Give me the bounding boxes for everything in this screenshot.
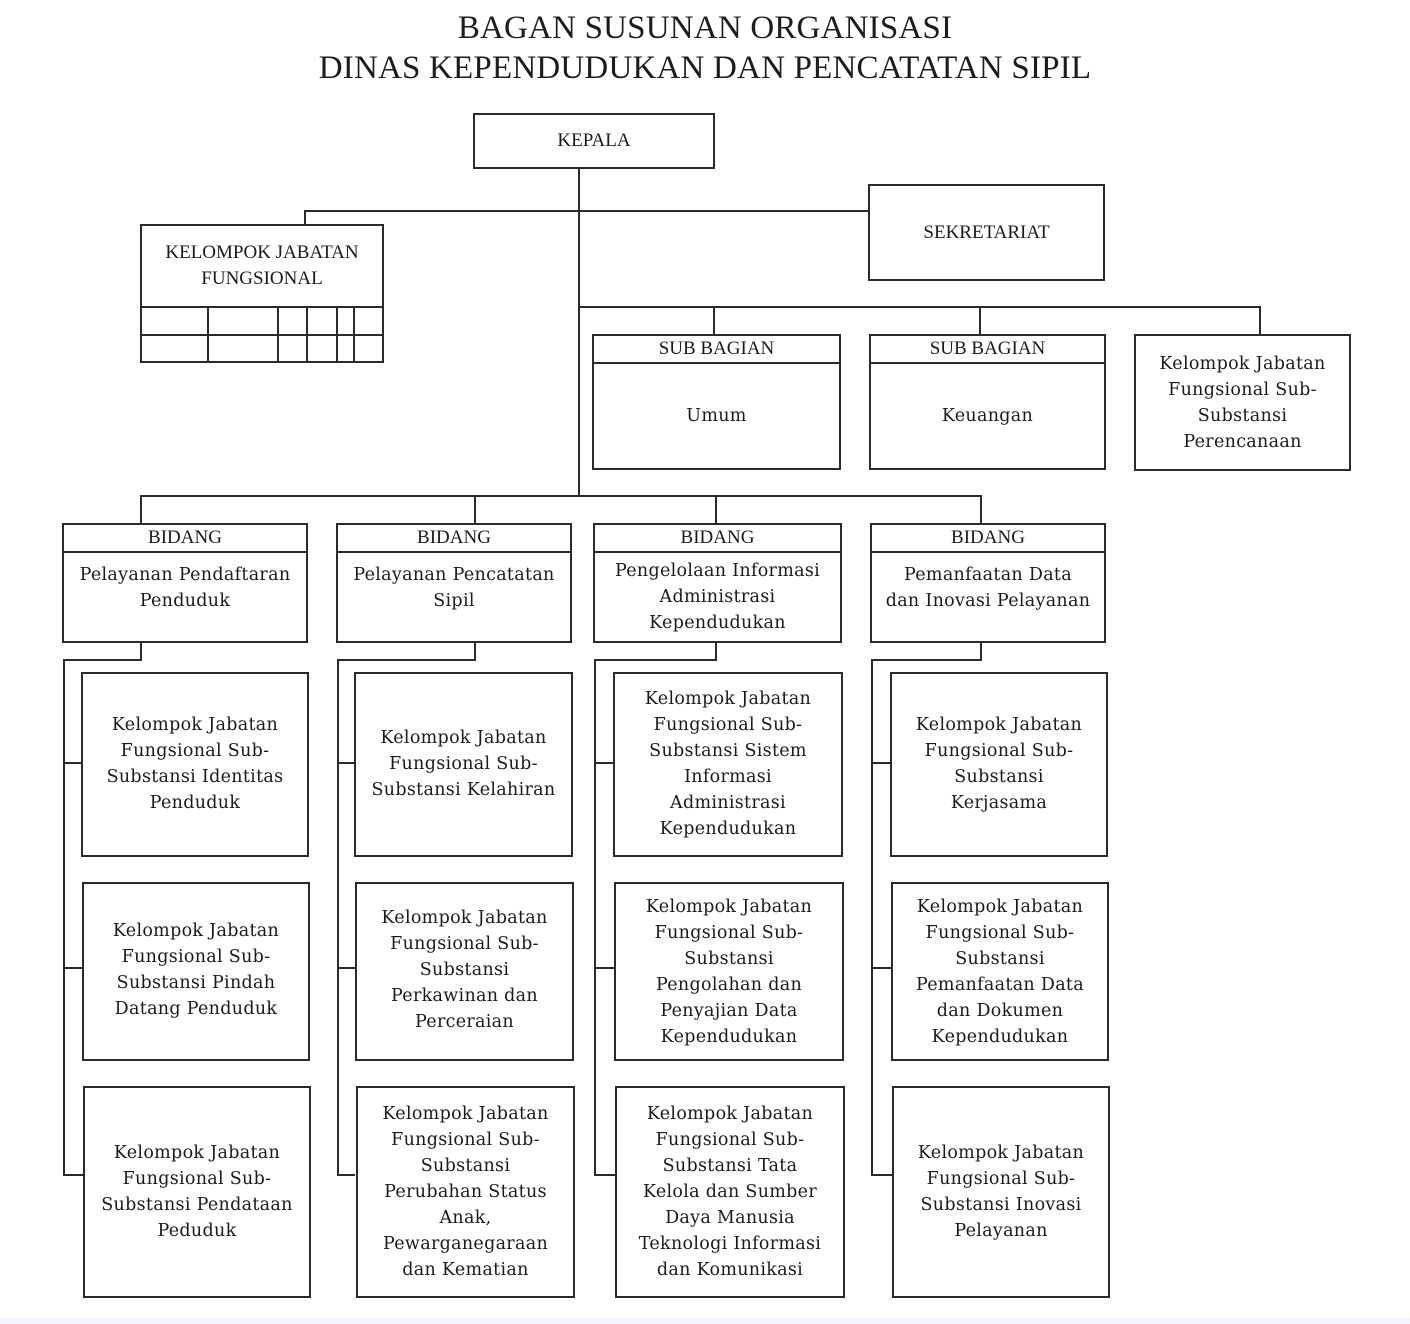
- node-kjf-pengolahan-penyajian-data-label: Kelompok Jabatan Fungsional Sub- Substan…: [645, 897, 813, 1047]
- node-subbagian-keuangan-header: SUB BAGIAN: [871, 336, 1104, 364]
- connector-b2-sub3: [337, 1174, 355, 1176]
- node-kjf-perubahan-status-anak-label: Kelompok Jabatan Fungsional Sub- Substan…: [382, 1104, 549, 1280]
- node-kjf-inovasi-pelayanan-label: Kelompok Jabatan Fungsional Sub- Substan…: [917, 1143, 1085, 1241]
- connector-b4-spine: [871, 659, 873, 1176]
- node-kjf-tata-kelola-sdm-tik-label: Kelompok Jabatan Fungsional Sub- Substan…: [638, 1104, 822, 1280]
- connector-b3-sub2: [594, 967, 616, 969]
- chart-title-line-2: DINAS KEPENDUDUKAN DAN PENCATATAN SIPIL: [318, 50, 1092, 86]
- node-kjf-pindah-datang-label: Kelompok Jabatan Fungsional Sub- Substan…: [112, 921, 280, 1019]
- node-kepala: KEPALA: [473, 113, 715, 169]
- connector-b4-sub3: [871, 1174, 893, 1176]
- connector-b3-sub3: [594, 1174, 616, 1176]
- node-bidang-3-name: Pengelolaan Informasi Administrasi Kepen…: [614, 561, 821, 633]
- connector-sekretariat-row: [578, 306, 1261, 308]
- node-kjf-pengolahan-penyajian-data: Kelompok Jabatan Fungsional Sub- Substan…: [614, 882, 844, 1061]
- kjf-grid-col-divider: [353, 308, 355, 363]
- node-subbagian-umum-name: Umum: [686, 406, 747, 426]
- connector-b4-sub1: [871, 762, 891, 764]
- connector-b2-spine: [337, 659, 339, 1176]
- connector-b1-stem: [140, 641, 142, 661]
- node-bidang-1-name: Pelayanan Pendaftaran Penduduk: [79, 565, 291, 611]
- connector-b3-stem: [715, 641, 717, 661]
- node-subbagian-umum-header: SUB BAGIAN: [594, 336, 839, 364]
- connector-kepala-row: [304, 210, 870, 212]
- connector-bidang-1-drop: [140, 495, 142, 525]
- connector-b1-sub1: [63, 762, 83, 764]
- node-kjf-pendataan-penduduk: Kelompok Jabatan Fungsional Sub- Substan…: [83, 1086, 311, 1298]
- connector-bidang-2-drop: [474, 495, 476, 525]
- connector-b1-spine: [63, 659, 65, 1176]
- kjf-grid-col-divider: [277, 308, 279, 363]
- connector-umum-drop: [713, 306, 715, 336]
- node-bidang-2-header: BIDANG: [338, 525, 570, 553]
- connector-b2-sub1: [337, 762, 355, 764]
- connector-b2-stem: [474, 641, 476, 661]
- node-bidang-4-header: BIDANG: [872, 525, 1104, 553]
- node-kelompok-jabatan-fungsional: KELOMPOK JABATAN FUNGSIONAL: [140, 224, 384, 363]
- node-kjf-sistem-informasi-adminduk: Kelompok Jabatan Fungsional Sub- Substan…: [613, 672, 843, 857]
- node-kjf-pindah-datang: Kelompok Jabatan Fungsional Sub- Substan…: [82, 882, 310, 1061]
- node-kjf-perencanaan-label: Kelompok Jabatan Fungsional Sub- Substan…: [1159, 353, 1326, 452]
- connector-perencanaan-drop: [1259, 306, 1261, 336]
- page-bottom-band: [0, 1318, 1410, 1324]
- connector-b1-elbow: [63, 659, 142, 661]
- node-kjf-perkawinan-perceraian: Kelompok Jabatan Fungsional Sub- Substan…: [355, 882, 574, 1061]
- connector-b2-elbow: [337, 659, 476, 661]
- node-bidang-2-name: Pelayanan Pencatatan Sipil: [353, 565, 555, 611]
- connector-b1-sub3: [63, 1174, 83, 1176]
- node-kjf-kerjasama-label: Kelompok Jabatan Fungsional Sub- Substan…: [915, 715, 1083, 813]
- node-kjf-kerjasama: Kelompok Jabatan Fungsional Sub- Substan…: [890, 672, 1108, 857]
- node-kjf-inovasi-pelayanan: Kelompok Jabatan Fungsional Sub- Substan…: [892, 1086, 1110, 1298]
- connector-keuangan-drop: [979, 306, 981, 336]
- node-kjf-sistem-informasi-adminduk-label: Kelompok Jabatan Fungsional Sub- Substan…: [644, 689, 812, 839]
- node-bidang-pengelolaan-informasi: BIDANG Pengelolaan Informasi Administras…: [593, 523, 842, 643]
- connector-b4-sub2: [871, 967, 893, 969]
- node-kjf-identitas-penduduk-label: Kelompok Jabatan Fungsional Sub- Substan…: [106, 715, 284, 813]
- node-kjf-perencanaan: Kelompok Jabatan Fungsional Sub- Substan…: [1134, 334, 1351, 471]
- kjf-grid-col-divider: [336, 308, 338, 363]
- node-bidang-pencatatan-sipil: BIDANG Pelayanan Pencatatan Sipil: [336, 523, 572, 643]
- node-kjf-label: KELOMPOK JABATAN FUNGSIONAL: [165, 242, 359, 289]
- node-subbagian-keuangan: SUB BAGIAN Keuangan: [869, 334, 1106, 470]
- node-bidang-3-header: BIDANG: [595, 525, 840, 553]
- node-kjf-kelahiran-label: Kelompok Jabatan Fungsional Sub- Substan…: [371, 728, 556, 800]
- connector-b2-sub2: [337, 967, 355, 969]
- node-bidang-pemanfaatan-data: BIDANG Pemanfaatan Data dan Inovasi Pela…: [870, 523, 1106, 643]
- node-subbagian-keuangan-name: Keuangan: [941, 406, 1034, 426]
- node-subbagian-umum: SUB BAGIAN Umum: [592, 334, 841, 470]
- kjf-grid-col-divider: [306, 308, 308, 363]
- node-kepala-label: KEPALA: [557, 130, 631, 151]
- connector-b4-elbow: [871, 659, 982, 661]
- node-kjf-identitas-penduduk: Kelompok Jabatan Fungsional Sub- Substan…: [81, 672, 309, 857]
- node-kjf-pendataan-penduduk-label: Kelompok Jabatan Fungsional Sub- Substan…: [101, 1143, 293, 1241]
- node-sekretariat-label: SEKRETARIAT: [923, 221, 1050, 243]
- connector-b4-stem: [980, 641, 982, 661]
- node-kjf-pemanfaatan-data-dokumen: Kelompok Jabatan Fungsional Sub- Substan…: [891, 882, 1109, 1061]
- node-kjf-tata-kelola-sdm-tik: Kelompok Jabatan Fungsional Sub- Substan…: [615, 1086, 845, 1298]
- chart-title-line-1: BAGAN SUSUNAN ORGANISASI: [457, 10, 953, 46]
- node-kjf-perubahan-status-anak: Kelompok Jabatan Fungsional Sub- Substan…: [356, 1086, 575, 1298]
- connector-b1-sub2: [63, 967, 83, 969]
- connector-b3-spine: [594, 659, 596, 1176]
- kjf-grid-row-divider: [142, 334, 382, 336]
- node-bidang-4-name: Pemanfaatan Data dan Inovasi Pelayanan: [885, 565, 1091, 611]
- node-bidang-pendaftaran-penduduk: BIDANG Pelayanan Pendaftaran Penduduk: [62, 523, 308, 643]
- connector-bidang-4-drop: [980, 495, 982, 525]
- kjf-grid-col-divider: [207, 308, 209, 363]
- connector-bidang-3-drop: [715, 495, 717, 525]
- node-sekretariat: SEKRETARIAT: [868, 184, 1105, 281]
- connector-b3-sub1: [594, 762, 614, 764]
- connector-b3-elbow: [594, 659, 717, 661]
- connector-kjf-drop: [304, 210, 306, 225]
- node-kjf-pemanfaatan-data-dokumen-label: Kelompok Jabatan Fungsional Sub- Substan…: [915, 897, 1085, 1047]
- node-kjf-perkawinan-perceraian-label: Kelompok Jabatan Fungsional Sub- Substan…: [381, 908, 548, 1032]
- node-kjf-kelahiran: Kelompok Jabatan Fungsional Sub- Substan…: [354, 672, 573, 857]
- connector-main-trunk: [578, 168, 580, 497]
- node-bidang-1-header: BIDANG: [64, 525, 306, 553]
- connector-bidang-row: [140, 495, 982, 497]
